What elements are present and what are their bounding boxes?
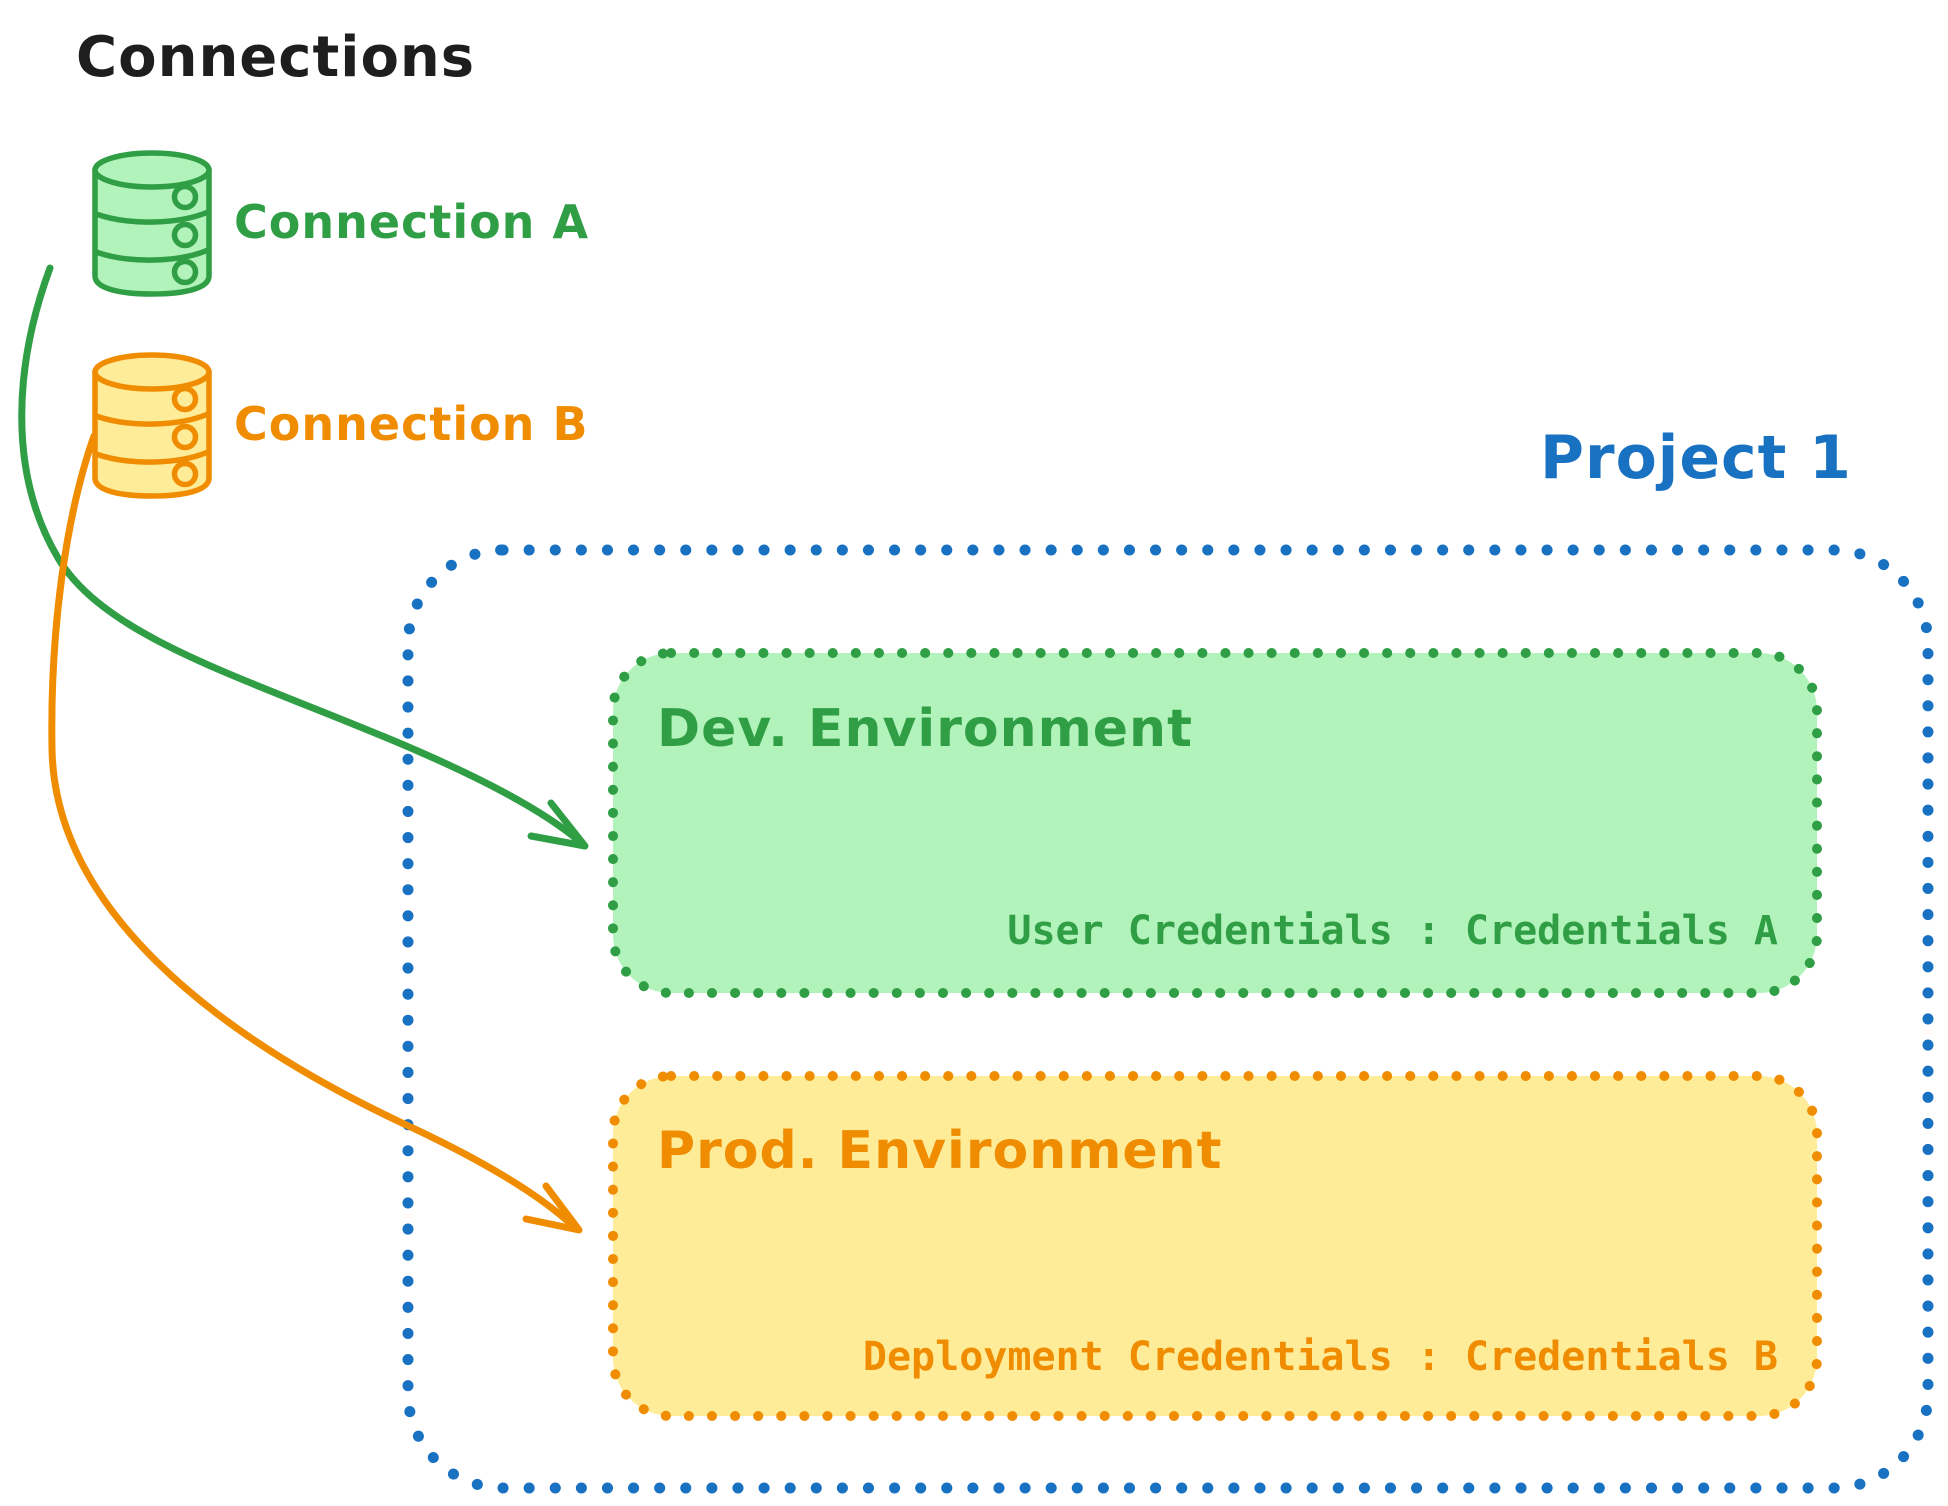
- dev-environment-credentials: User Credentials : Credentials A: [1007, 908, 1778, 954]
- dev-environment-box: [608, 648, 1822, 998]
- database-icon-connection-b: [92, 352, 212, 499]
- project-boundary-box: [402, 544, 1934, 1494]
- connection-a-label: Connection A: [234, 195, 590, 249]
- prod-environment-title: Prod. Environment: [657, 1121, 1223, 1181]
- connections-title: Connections: [76, 25, 476, 90]
- project-title: Project 1: [1540, 423, 1852, 493]
- arrow-connection-b-to-prod: [48, 432, 583, 1234]
- arrow-a-line: [18, 264, 582, 844]
- prod-environment-box: [608, 1071, 1822, 1421]
- prod-environment-credentials: Deployment Credentials : Credentials B: [862, 1334, 1778, 1380]
- database-icon-connection-a: [92, 150, 212, 297]
- arrow-connection-a-to-dev: [18, 264, 589, 850]
- arrow-b-line: [48, 432, 576, 1229]
- arrow-b-head: [522, 1182, 583, 1234]
- connection-b-label: Connection B: [234, 397, 589, 451]
- arrow-a-head: [527, 799, 589, 850]
- dev-environment-title: Dev. Environment: [657, 699, 1193, 759]
